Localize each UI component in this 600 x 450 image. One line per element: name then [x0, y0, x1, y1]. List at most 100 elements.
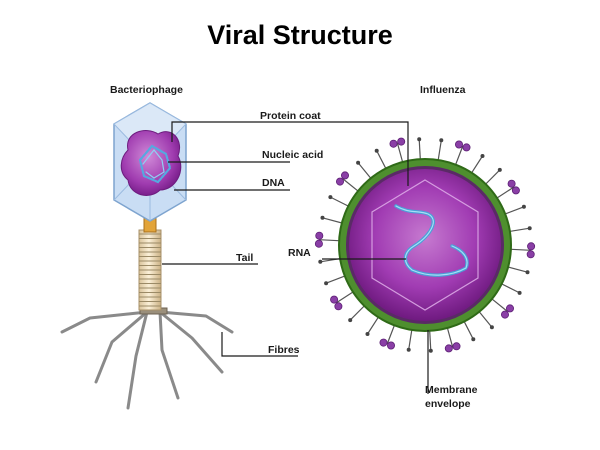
spike-head [505, 304, 514, 313]
spike-head [397, 137, 406, 146]
spike-head [335, 177, 344, 186]
label-fibres: Fibres [268, 344, 300, 356]
leader-fibres [221, 332, 298, 357]
slide-title: Viral Structure [207, 20, 393, 50]
spike-stalk [376, 150, 388, 171]
fibre-1 [60, 310, 149, 334]
spike-head [452, 342, 461, 351]
spike-tip [365, 332, 370, 336]
spike-tip [439, 138, 444, 143]
spike-tip [497, 167, 502, 172]
spike-tip [525, 270, 530, 275]
spike-tip [328, 195, 333, 200]
spike-stalk [429, 328, 432, 351]
fibre-4 [158, 310, 180, 400]
spike-head [330, 295, 339, 304]
spike-tip [471, 337, 476, 342]
spike-tip [417, 137, 422, 142]
fibre-5 [158, 310, 224, 374]
spike-stalk [470, 155, 484, 175]
spike-stalk [418, 139, 421, 162]
spike-tip [428, 348, 433, 353]
spike-stalk [330, 196, 351, 208]
label-rna: RNA [288, 247, 311, 259]
bacteriophage-drawing [60, 102, 234, 410]
rna-strand [394, 204, 469, 277]
spike-stalk [366, 315, 380, 335]
spike-tip [489, 325, 494, 330]
tail-rings [139, 233, 161, 307]
spike-head [386, 341, 395, 350]
label-influenza: Influenza [420, 84, 466, 96]
spike-stalk [437, 140, 442, 163]
spike-stalk [494, 186, 515, 200]
label-protein-coat: Protein coat [260, 110, 321, 122]
spike-stalk [508, 248, 531, 251]
tail-fibres [60, 310, 234, 410]
virus-body [349, 169, 501, 321]
spike-stalk [462, 319, 474, 340]
spike-stalk [386, 323, 396, 345]
spike-head [444, 344, 453, 353]
spike-head [511, 186, 520, 195]
dna-strand [138, 144, 172, 184]
spike-tip [527, 226, 532, 231]
leader-lines [162, 121, 429, 394]
fibre-6 [158, 310, 234, 334]
spike-stalk [490, 297, 508, 312]
spike-stalk [477, 309, 493, 328]
spike-head [526, 250, 535, 259]
spike-head [315, 231, 324, 240]
spike-tip [318, 259, 323, 264]
label-nucleic-acid: Nucleic acid [262, 149, 324, 161]
spike-head [340, 171, 349, 180]
spike-stalk [499, 282, 520, 294]
spike-stalk [322, 217, 344, 225]
spike-stalk [506, 265, 528, 273]
spike-head [462, 143, 471, 152]
fibre-2 [94, 310, 149, 384]
spike-tip [320, 215, 325, 220]
spike-stalk [446, 325, 454, 348]
dna-core [120, 130, 182, 196]
spike-tip [348, 318, 353, 323]
spike-head [379, 338, 388, 347]
spike-stalk [396, 142, 404, 165]
spike-tip [406, 347, 411, 352]
spike-tip [517, 290, 522, 295]
spike-head [507, 179, 516, 188]
spike-tip [480, 154, 485, 158]
spike-tip [324, 281, 329, 286]
leader-protein-coat [171, 121, 409, 186]
spike-stalk [319, 239, 342, 242]
label-bacteriophage: Bacteriophage [110, 84, 183, 96]
spike-tip [374, 148, 379, 153]
spike-stalk [349, 304, 367, 321]
label-membrane: Membrane [425, 384, 478, 396]
spike-stalk [483, 169, 501, 186]
influenza-capsid [371, 179, 479, 311]
spike-stalk [342, 178, 360, 193]
spike-head [500, 310, 509, 319]
label-tail: Tail [236, 252, 254, 264]
spike-stalk [503, 206, 525, 216]
spike-head [454, 140, 463, 149]
label-envelope: envelope [425, 398, 471, 410]
spike-stalk [325, 274, 347, 284]
spike-head [389, 139, 398, 148]
spike-head [314, 239, 323, 248]
fibre-3 [126, 310, 149, 410]
spike-head [334, 302, 343, 311]
spike-stalk [507, 227, 530, 233]
spike-stalk [357, 162, 373, 181]
spike-stalk [454, 145, 464, 167]
spike-tip [521, 204, 526, 209]
label-dna: DNA [262, 177, 285, 189]
spike-head [527, 242, 536, 251]
spike-stalk [408, 327, 413, 350]
spike-stalk [335, 290, 356, 304]
influenza-drawing [314, 137, 536, 353]
spike-tip [356, 160, 361, 165]
